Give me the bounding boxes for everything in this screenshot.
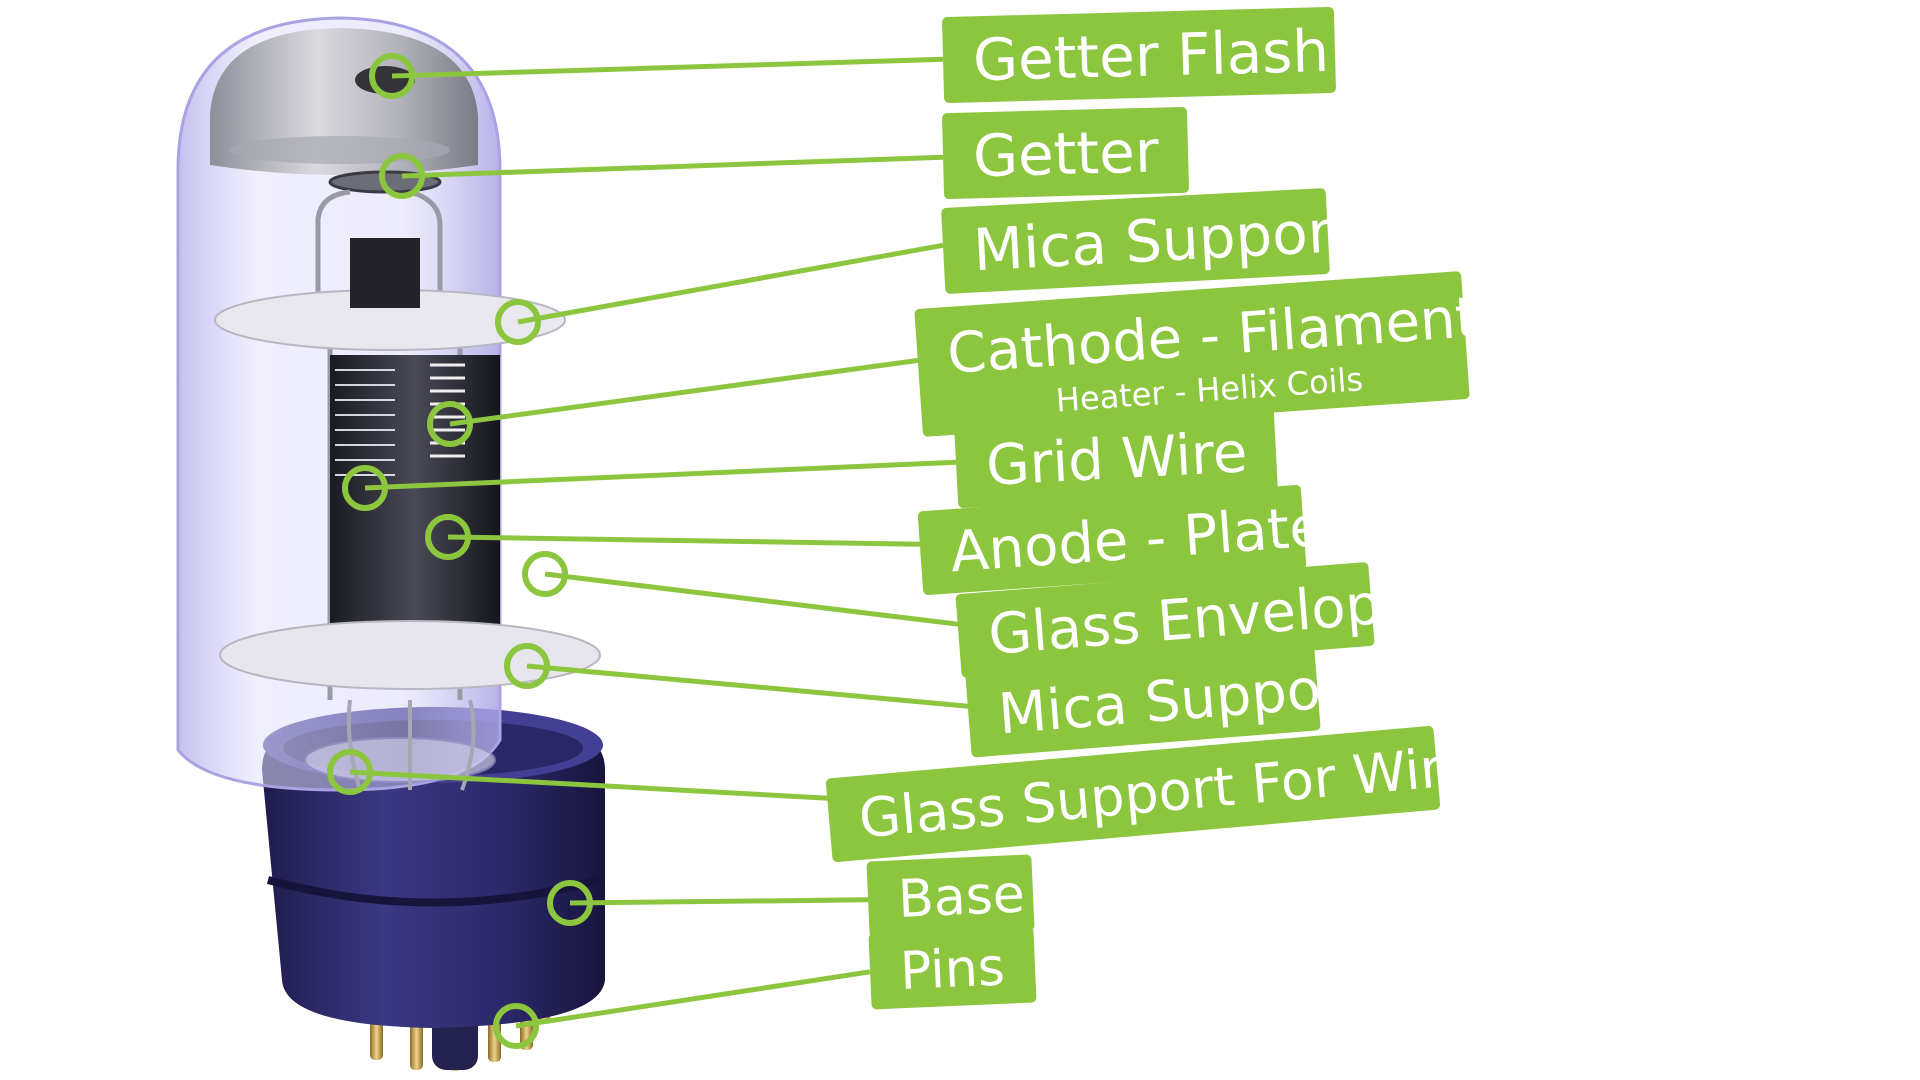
tube-illustration: [176, 16, 605, 1071]
leader-line: [449, 357, 919, 427]
label-box: [868, 926, 1037, 1010]
leader-line: [401, 154, 944, 179]
leader-line: [544, 571, 959, 627]
leader-line: [569, 897, 869, 906]
label-grid-wire: Grid Wire: [985, 420, 1249, 499]
label-box: [954, 407, 1278, 509]
label-getter-flash: Getter Flash: [972, 17, 1330, 94]
leader-line: [391, 56, 944, 79]
callout-pins: Pins: [493, 926, 1037, 1049]
marker-ring: [547, 880, 593, 926]
marker-ring: [522, 551, 568, 597]
marker-ring: [427, 401, 473, 447]
label-box: [917, 485, 1307, 595]
marker-ring: [504, 643, 550, 689]
label-box: [914, 271, 1470, 437]
marker-ring: [493, 1003, 539, 1049]
callout-base: Base: [547, 854, 1035, 938]
marker-ring: [425, 514, 471, 560]
marker-ring: [495, 299, 541, 345]
leader-line: [349, 769, 829, 801]
callout-grid-wire: Grid Wire: [342, 407, 1278, 511]
label-base: Base: [897, 865, 1026, 930]
leader-line: [364, 459, 957, 491]
leader-line: [515, 969, 871, 1029]
marker-ring: [342, 465, 388, 511]
label-box: [825, 725, 1441, 863]
grid-wire-illustration: [335, 369, 395, 476]
leader-line: [526, 663, 969, 709]
leader-line: [517, 242, 944, 325]
callout-mica-support-top: Mica Support: [495, 188, 1356, 345]
label-getter: Getter: [972, 117, 1160, 190]
callout-getter: Getter: [379, 106, 1189, 200]
label-box: [942, 7, 1336, 103]
label-box: [965, 646, 1321, 758]
label-box: [941, 188, 1330, 294]
label-box: [955, 562, 1375, 678]
callout-mica-support-bottom: Mica Support: [504, 643, 1368, 758]
marker-ring: [369, 53, 415, 99]
label-box: [942, 106, 1189, 200]
callout-getter-flash: Getter Flash: [369, 7, 1336, 103]
marker-ring: [379, 153, 425, 199]
label-box: [866, 854, 1035, 938]
marker-ring: [327, 749, 373, 795]
label-pins: Pins: [899, 937, 1006, 1002]
leader-line: [447, 534, 921, 547]
